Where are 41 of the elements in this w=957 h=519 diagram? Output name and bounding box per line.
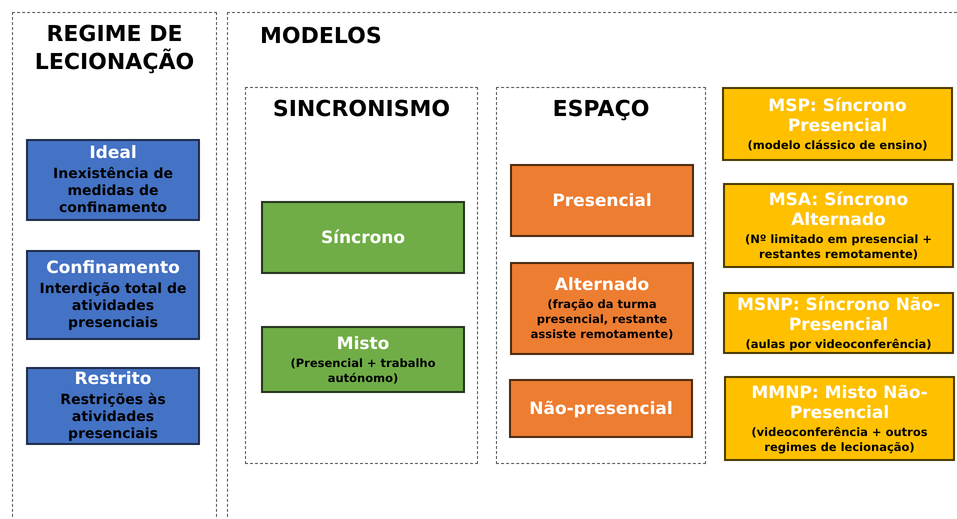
box-title: MMNP: Misto Não-Presencial bbox=[750, 382, 929, 422]
panel-heading: REGIME DE LECIONAÇÃO bbox=[34, 21, 196, 77]
regime-box bbox=[26, 367, 200, 445]
box-description: Interdição total de atividades presenciais bbox=[38, 281, 188, 332]
model-box bbox=[724, 376, 955, 461]
panel-heading: MODELOS bbox=[260, 23, 382, 51]
group-panel bbox=[496, 87, 706, 464]
box-description: Inexistência de medidas de confinamento bbox=[52, 166, 174, 217]
sync-box bbox=[261, 201, 465, 274]
model-box bbox=[723, 183, 954, 268]
space-box bbox=[510, 164, 694, 237]
regime-box bbox=[26, 250, 200, 340]
space-box bbox=[509, 379, 693, 438]
box-title: MSP: Síncrono Presencial bbox=[767, 96, 908, 136]
box-title: Alternado bbox=[554, 275, 650, 295]
regime-box bbox=[26, 139, 200, 221]
box-description: (Nº limitado em presencial + restantes remotamente) bbox=[744, 232, 933, 262]
box-title: Misto bbox=[336, 334, 390, 354]
box-title: MSA: Síncrono Alternado bbox=[768, 190, 910, 230]
box-title: Ideal bbox=[89, 143, 137, 163]
group-panel bbox=[12, 12, 217, 519]
box-title: Não-presencial bbox=[529, 398, 673, 418]
box-title: MSNP: Síncrono Não-Presencial bbox=[736, 294, 941, 334]
box-description: (fração da turma presencial, restante assiste remotamente) bbox=[530, 297, 674, 342]
sync-box bbox=[261, 326, 465, 393]
box-description: (videoconferência + outros regimes de lecionação) bbox=[750, 424, 929, 454]
box-title: Restrito bbox=[74, 369, 152, 389]
box-title: Confinamento bbox=[46, 258, 180, 278]
model-box bbox=[722, 87, 953, 161]
space-box bbox=[510, 262, 694, 355]
box-description: (Presencial + trabalho autónomo) bbox=[289, 356, 437, 386]
box-description: (aulas por videoconferência) bbox=[745, 336, 932, 352]
box-title: Presencial bbox=[552, 190, 652, 210]
box-description: Restrições às atividades presenciais bbox=[59, 392, 167, 443]
box-title: Síncrono bbox=[320, 228, 406, 248]
panel-heading: ESPAÇO bbox=[552, 96, 650, 124]
group-panel bbox=[227, 12, 957, 519]
box-description: (modelo clássico de ensino) bbox=[747, 138, 928, 152]
model-box bbox=[723, 292, 954, 354]
panel-heading: SINCRONISMO bbox=[272, 96, 452, 124]
group-panel bbox=[245, 87, 478, 464]
